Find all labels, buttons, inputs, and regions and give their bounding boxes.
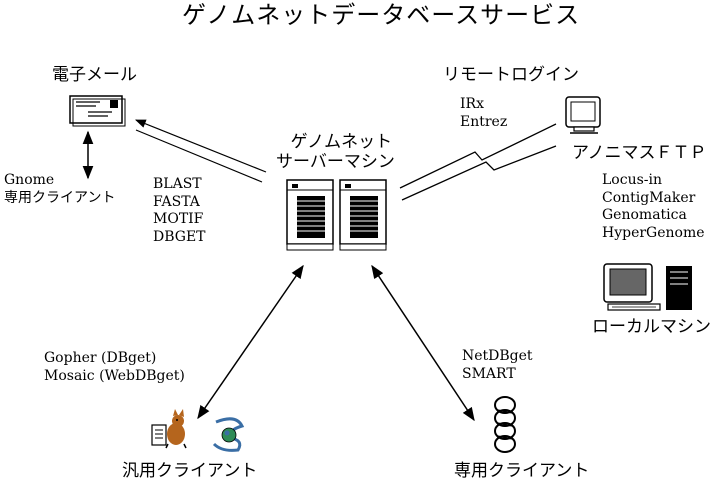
email-tools-list: BLAST FASTA MOTIF DBGET: [153, 176, 206, 246]
anonymous-ftp-label: アノニマスＦＴＰ: [572, 143, 707, 163]
email-tool-item: MOTIF: [153, 211, 204, 227]
ftp-tool-item: ContigMaker: [602, 189, 696, 206]
general-tool-item: Gopher (DBget): [44, 350, 157, 366]
server-label: ゲノムネット サーバーマシン: [276, 132, 395, 173]
ftp-tools-list: Locus-in ContigMaker Genomatica HyperGen…: [602, 172, 705, 242]
email-server-link: [134, 119, 267, 183]
server-dedicated-arrow: [371, 264, 475, 422]
remote-lightning-link: [399, 123, 557, 201]
server-label-line-2: サーバーマシン: [276, 152, 395, 173]
general-tools-list: Gopher (DBget) Mosaic (WebDBget): [44, 350, 185, 385]
general-client-label: 汎用クライアント: [122, 461, 258, 481]
mosaic-globe-icon: [212, 417, 245, 452]
ftp-tool-item: Genomatica: [602, 207, 687, 223]
email-tool-item: DBGET: [153, 228, 206, 245]
dedicated-client-label: 専用クライアント: [454, 461, 590, 481]
dedicated-tool-item: SMART: [462, 365, 516, 382]
gopher-icon: [151, 409, 187, 449]
terminal-icon: [565, 96, 601, 134]
dedicated-tool-item: NetDBget: [462, 348, 533, 364]
remote-login-label: リモートログイン: [443, 65, 579, 85]
remote-tools-list: IRx Entrez: [460, 96, 507, 131]
email-tool-item: BLAST: [153, 176, 202, 192]
general-tool-item: Mosaic (WebDBget): [44, 367, 185, 384]
email-tool-item: FASTA: [153, 193, 200, 210]
dedicated-tools-list: NetDBget SMART: [462, 348, 533, 383]
gnome-client-label: Gnome 専用クライアント: [4, 172, 115, 207]
workstation-icon: [603, 263, 692, 311]
server-label-line-1: ゲノムネット: [290, 132, 393, 152]
remote-tool-item: IRx: [460, 96, 484, 112]
ftp-tool-item: Locus-in: [602, 172, 662, 188]
gnome-client-line-2: 専用クライアント: [4, 189, 116, 206]
email-label: 電子メール: [52, 65, 137, 85]
server-tower-icon: [286, 179, 387, 251]
server-general-arrow: [197, 264, 304, 420]
ftp-tool-item: HyperGenome: [602, 224, 705, 241]
chain-link-icon: [494, 396, 516, 453]
remote-tool-item: Entrez: [460, 113, 508, 130]
diagram-title: ゲノムネットデータベースサービス: [182, 1, 581, 29]
local-machine-label: ローカルマシン: [592, 317, 711, 337]
envelope-icon: [69, 95, 126, 127]
gnome-client-line-1: Gnome: [4, 172, 55, 188]
